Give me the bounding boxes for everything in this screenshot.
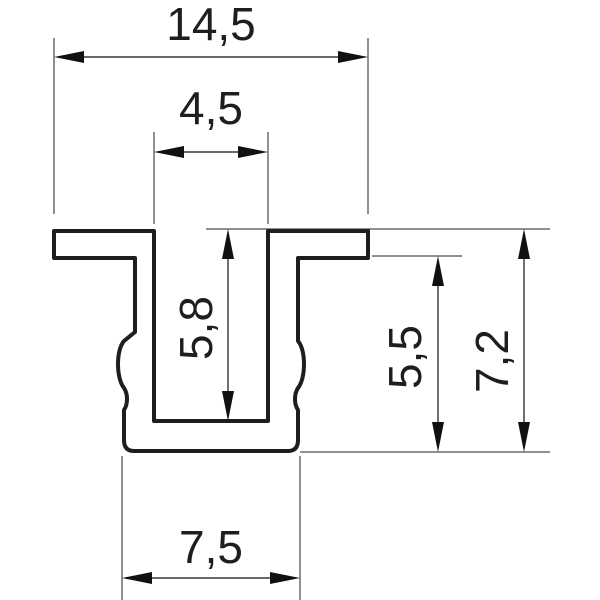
dimension-overall-height: 7,2 xyxy=(466,229,530,452)
arrowhead-top xyxy=(222,229,234,259)
dimension-base-width: 7,5 xyxy=(122,521,300,584)
dimension-channel-depth: 5,8 xyxy=(170,229,234,421)
extension-lines xyxy=(53,38,550,600)
arrowhead-left xyxy=(54,51,84,63)
dimension-label-base-width: 7,5 xyxy=(179,521,243,573)
arrowhead-left xyxy=(154,146,184,158)
dimension-body-height: 5,5 xyxy=(379,256,444,452)
arrowhead-bottom xyxy=(222,391,234,421)
arrowhead-right xyxy=(338,51,368,63)
arrowhead-right xyxy=(270,572,300,584)
arrowhead-top xyxy=(518,229,530,259)
dimension-label-channel-depth: 5,8 xyxy=(170,296,222,360)
arrowhead-bottom xyxy=(432,422,444,452)
arrowhead-top xyxy=(432,256,444,286)
dimension-overall-width: 14,5 xyxy=(54,0,368,63)
arrowhead-right xyxy=(238,146,268,158)
dimension-label-body-height: 5,5 xyxy=(379,325,431,389)
arrowhead-left xyxy=(122,572,152,584)
profile-cross-section xyxy=(52,229,370,453)
dimension-label-channel-width: 4,5 xyxy=(179,82,243,134)
arrowhead-bottom xyxy=(518,422,530,452)
dimension-label-overall-height: 7,2 xyxy=(466,329,518,393)
dimension-channel-width: 4,5 xyxy=(154,82,268,158)
dimension-label-overall-width: 14,5 xyxy=(166,0,256,50)
